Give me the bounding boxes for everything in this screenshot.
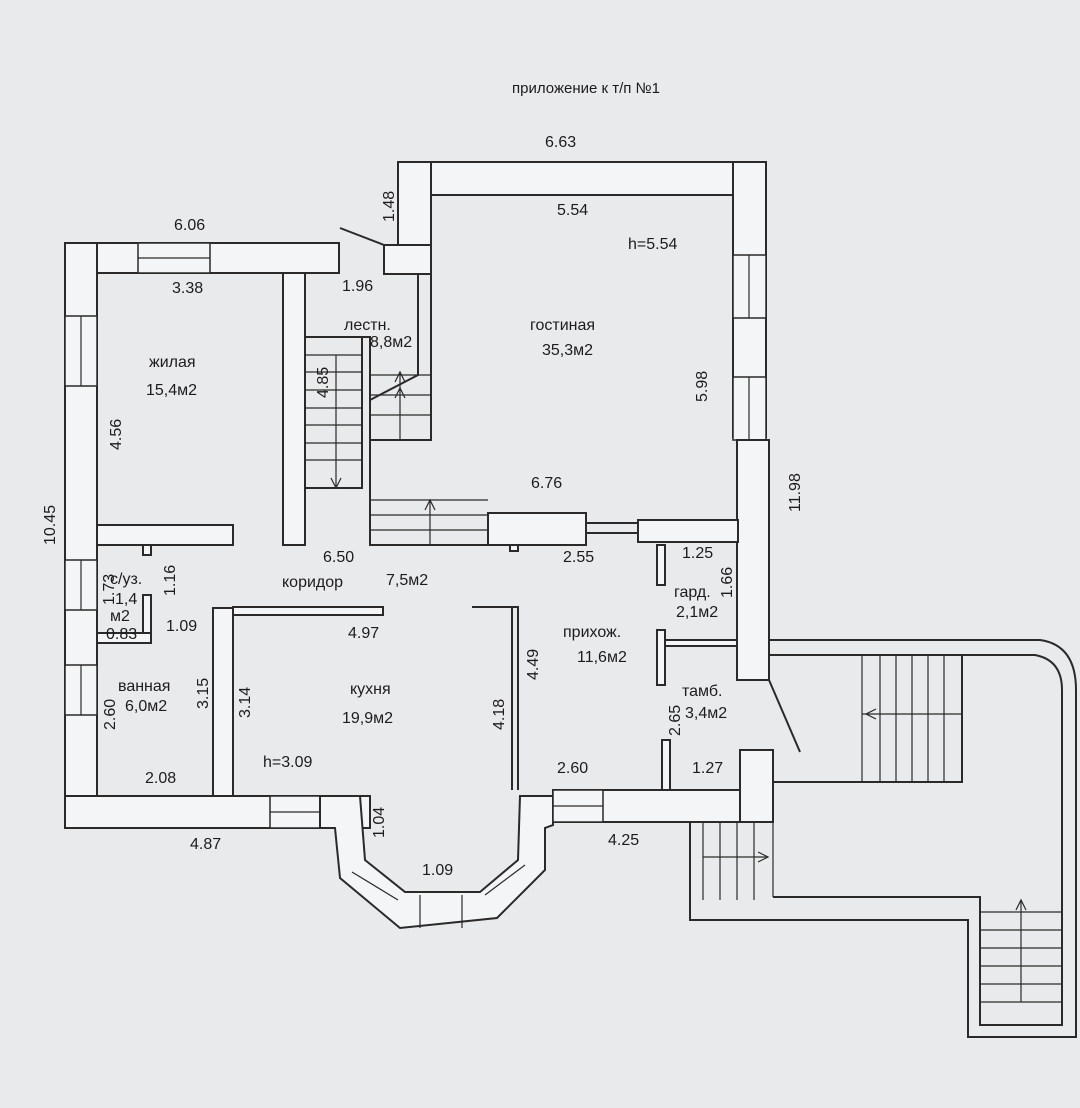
dim-lounge-bottom: 6.76 — [531, 475, 562, 492]
dim-bath-side-a: 3.15 — [195, 678, 212, 709]
dim-hall-side: 4.49 — [525, 649, 542, 680]
room-hall-name: прихож. — [563, 624, 621, 641]
room-lounge-area: 35,3м2 — [542, 342, 593, 359]
dim-left-top-inner: 3.38 — [172, 280, 203, 297]
room-lounge-name: гостиная — [530, 317, 595, 334]
dim-hall-bottom: 2.60 — [557, 760, 588, 777]
dim-living-side: 4.56 — [108, 419, 125, 450]
room-living-area: 15,4м2 — [146, 382, 197, 399]
room-kitchen-name: кухня — [350, 681, 391, 698]
room-wardrobe-area: 2,1м2 — [676, 604, 718, 621]
room-stairs-area: 8,8м2 — [370, 334, 412, 351]
room-wc-area: 1,4 — [115, 591, 137, 608]
dim-vest-side: 2.65 — [667, 705, 684, 736]
labels: приложение к т/п №1 жилая 15,4м2 лестн. … — [42, 80, 804, 879]
dim-lounge-side: 5.98 — [694, 371, 711, 402]
dim-kitchen-right: 4.18 — [491, 699, 508, 730]
caption: приложение к т/п №1 — [512, 80, 660, 97]
room-vestibule-name: тамб. — [682, 683, 722, 700]
dim-bay-side: 1.04 — [371, 807, 388, 838]
room-vestibule-area: 3,4м2 — [685, 705, 727, 722]
dim-stair-width: 1.96 — [342, 278, 373, 295]
porch — [686, 639, 1077, 1038]
room-wardrobe-name: гард. — [674, 584, 711, 601]
room-corridor-area: 7,5м2 — [386, 572, 428, 589]
dim-bath-bottom: 2.08 — [145, 770, 176, 787]
dim-step-left: 1.48 — [381, 191, 398, 222]
dim-wc-side: 1.73 — [101, 574, 118, 605]
dim-top-inner: 5.54 — [557, 202, 588, 219]
dim-vest-bottom: 1.27 — [692, 760, 723, 777]
height-kitchen: h=3.09 — [263, 754, 312, 771]
interior-walls — [96, 272, 739, 797]
dim-wc-len: 1.16 — [162, 565, 179, 596]
dim-wardrobe-top: 1.25 — [682, 545, 713, 562]
dim-right-outer: 11.98 — [787, 473, 804, 512]
dim-top-outer: 6.63 — [545, 134, 576, 151]
dim-corridor-len: 6.50 — [323, 549, 354, 566]
dim-bath-top: 1.09 — [166, 618, 197, 635]
room-hall-area: 11,6м2 — [577, 649, 627, 666]
outer-walls — [64, 161, 774, 930]
dim-left-top-outer: 6.06 — [174, 217, 205, 234]
height-lounge: h=5.54 — [628, 236, 677, 253]
room-bath-area: 6,0м2 — [125, 698, 167, 715]
room-wc-name: с/уз. — [110, 571, 142, 588]
room-stairs-name: лестн. — [344, 317, 391, 334]
dim-kitchen-left: 3.14 — [237, 687, 254, 718]
dim-bay-front: 1.09 — [422, 862, 453, 879]
dim-left-bottom: 4.87 — [190, 836, 221, 853]
stairs — [305, 227, 801, 753]
dim-kitchen-top: 4.97 — [348, 625, 379, 642]
dim-left-outer: 10.45 — [42, 505, 59, 545]
room-wc-unit: м2 — [110, 608, 130, 625]
room-corridor-name: коридор — [282, 574, 343, 591]
dim-right-bottom: 4.25 — [608, 832, 639, 849]
room-living-name: жилая — [149, 354, 196, 371]
dim-wc-width: 0.83 — [106, 626, 137, 643]
dim-stair-length: 4.85 — [315, 367, 332, 398]
dim-wardrobe-side: 1.66 — [719, 567, 736, 598]
dim-hall-top: 2.55 — [563, 549, 594, 566]
room-kitchen-area: 19,9м2 — [342, 710, 393, 727]
dim-bath-left: 2.60 — [102, 699, 119, 730]
room-bath-name: ванная — [118, 678, 170, 695]
